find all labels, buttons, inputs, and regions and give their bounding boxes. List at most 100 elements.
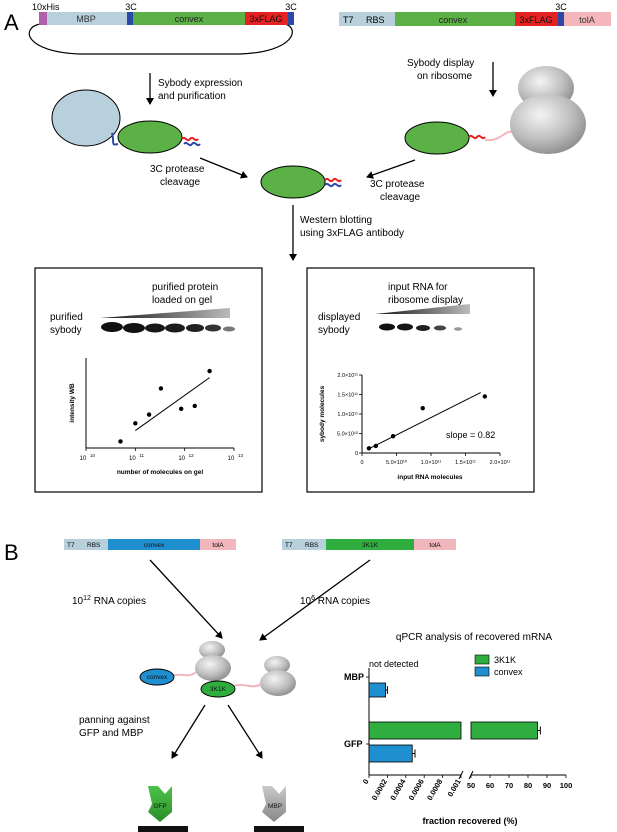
plot1-xtick-exp-0: 10 [90,453,96,458]
gradient-wedge-right [375,304,470,314]
mbp-target: MBP [254,786,304,832]
plot1-point-6 [207,368,212,374]
expression-plasmid: 10xHis MBP 3C convex 3xFLAG 3C [28,2,297,55]
tola-label-b1: tolA [212,542,224,549]
ribosome-b1-small [199,641,225,659]
legend-swatch-convex [474,666,490,677]
3k1k-domain-b [200,680,236,698]
bar-tick-label-s2-1: 60 [486,781,494,790]
free-flag-tail [324,177,342,183]
tola-label: tolA [579,15,595,25]
plot1-xtick-exp-3: 13 [238,453,244,458]
bar-chart-recovery: qPCR analysis of recovered mRNA not dete… [344,632,572,826]
copies-left-rest: RNA copies [91,596,146,607]
category-gfp: GFP [344,739,363,749]
bar-tick-label-s1-0: 0 [361,778,371,786]
gfp-target-label: GFP [153,803,166,810]
convex-label-b: convex [144,542,165,549]
plot1-marks [118,368,212,444]
protease-site-display [558,12,564,26]
plot1-point-4 [178,406,184,412]
bar-tick-label-s1-3: 0.0006 [407,778,426,802]
plot2-ylabel: sybody molecules [319,385,326,442]
3k1k-domain-label-b: 3K1K [210,686,227,693]
construct-3k1k-b: T7 RBS 3K1K tolA [282,539,456,550]
tola-label-b2: tolA [429,542,441,549]
his-tag-segment [39,12,47,25]
step-display-line1: Sybody display [407,58,474,69]
plasmid-backbone [28,23,293,55]
convex-label: convex [175,14,204,24]
plot1-xtick-label-2: 10 [178,456,185,462]
bar-xlabel: fraction recovered (%) [422,816,517,826]
plot1-xtick-exp-2: 12 [189,453,195,458]
arrow-panning-mbp [227,704,263,759]
convex-domain-label-b: convex [147,674,168,681]
mbp-label: MBP [76,14,96,24]
step-expression-line1: Sybody expression [158,78,243,89]
tola-segment-b1 [200,539,236,550]
plot2-ytick-label-3: 1.5×10¹¹ [337,393,358,399]
legend-label-convex: convex [494,667,523,677]
ribosome-complexes-b: convex 3K1K [139,641,296,698]
mbp-target-label: MBP [268,803,282,810]
box-right-header-1: input RNA for [388,282,448,293]
copies-left-base: 10 [72,596,84,607]
plot2-xtick-label-0: 0 [360,460,363,466]
bar-chart-title: qPCR analysis of recovered mRNA [396,632,552,643]
cleavage-right-line1: 3C protease [370,179,425,190]
t7-label-b1: T7 [67,542,75,549]
step-expression-line2: and purification [158,91,226,102]
gfp-target: GFP [138,786,188,832]
plot2-ytick-label-0: 0 [355,451,358,457]
bar-tick-label-s1-1: 0.0002 [370,778,389,802]
panning-line1: panning against [79,715,150,726]
flag-segment [245,12,288,25]
axis-break-2 [468,770,474,780]
axis-break-1 [458,770,464,780]
bar-tick-label-s2-5: 100 [560,781,573,790]
bar-0 [368,682,386,698]
tola-segment-b2 [414,539,456,550]
step-display-line2: on ribosome [417,71,472,82]
plot2-ytick-label-2: 1.0×10¹¹ [337,412,358,418]
copies-right-base: 10 [300,596,312,607]
not-detected-label: not detected [369,659,419,669]
bar-tick-label-s2-2: 70 [505,781,513,790]
bar-marks [368,682,541,763]
plot1-xtick-label-1: 10 [129,456,136,462]
panning-line2: GFP and MBP [79,728,144,739]
plot2-ticks: 005.0×10¹⁰5.0×10¹⁰1.0×10¹¹1.0×10¹¹1.5×10… [337,373,511,466]
ribosome-large-subunit [510,94,586,154]
plot1-point-2 [146,412,152,417]
plot1-point-5 [192,403,197,409]
bar-tick-label-s2-3: 80 [524,781,532,790]
free-sybody [260,165,342,199]
tola-segment [564,12,611,26]
plot2-point-3 [420,405,425,411]
box-right-header-2: ribosome display [388,295,463,306]
gfp-surface [138,826,188,832]
box-left-side-1: purified [50,312,83,323]
his-label: 10xHis [32,2,60,12]
plot2-point-4 [482,394,488,399]
mbp-fusion-protein [51,89,201,154]
plot1-fit-line [135,377,210,431]
t7-rbs-b2 [282,539,326,550]
rbs-label-b1: RBS [87,542,101,549]
box-frame-left [34,267,263,493]
mbp-segment [47,12,127,25]
copies-left-exp: 12 [83,595,91,602]
category-mbp: MBP [344,672,364,682]
t7-label: T7 [343,15,354,25]
step-western-line1: Western blotting [300,215,372,226]
copies-right-exp: 6 [311,595,315,602]
flag-tail-display [468,134,486,140]
arrow-cleavage-left [199,157,248,179]
plot2-marks [366,392,488,451]
plot2-xlabel: input RNA molecules [397,474,463,481]
mbp-surface [254,826,304,832]
ribosome-b2-large [260,670,296,696]
